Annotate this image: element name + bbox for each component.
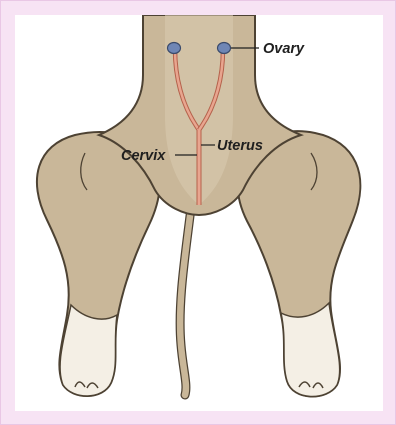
ovary-left [168,43,181,54]
left-leg-light-fur [60,305,117,396]
cervix-label: Cervix [121,148,166,164]
right-leg-light-fur [281,303,340,397]
dog-anatomy-illustration: Ovary Uterus Cervix [15,15,383,411]
uterus-label: Uterus [217,138,263,154]
ovary-right [218,43,231,54]
diagram-panel: Ovary Uterus Cervix [15,15,383,411]
ovary-label: Ovary [263,41,305,57]
